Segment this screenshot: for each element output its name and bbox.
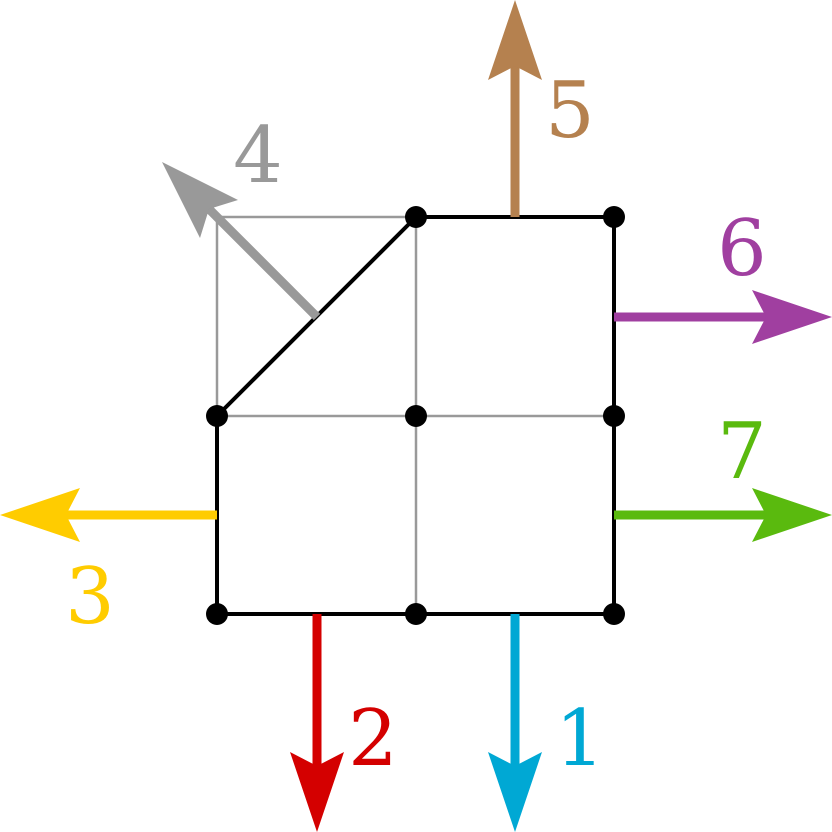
normal-arrow-1 (488, 614, 542, 832)
vertex-node (603, 206, 625, 228)
arrow-label-4: 4 (233, 111, 283, 201)
arrow-label-7: 7 (717, 407, 767, 497)
vertex-node (603, 405, 625, 427)
vertex-node (206, 603, 228, 625)
normal-arrow-3 (0, 488, 217, 542)
vertex-nodes (206, 206, 625, 625)
vertex-node (206, 405, 228, 427)
arrow-label-5: 5 (545, 66, 595, 156)
vertex-node (405, 405, 427, 427)
normal-arrow-4 (162, 162, 321, 321)
normal-arrow-7 (614, 488, 832, 542)
normal-arrow-2 (290, 614, 344, 832)
arrow-label-6: 6 (717, 204, 767, 294)
normal-arrow-5 (488, 0, 542, 217)
normal-arrow-6 (614, 290, 832, 344)
vertex-node (603, 603, 625, 625)
arrow-label-1: 1 (555, 694, 605, 784)
arrow-label-3: 3 (65, 552, 115, 642)
vertex-node (405, 206, 427, 228)
arrow-label-2: 2 (348, 694, 398, 784)
vertex-node (405, 603, 427, 625)
